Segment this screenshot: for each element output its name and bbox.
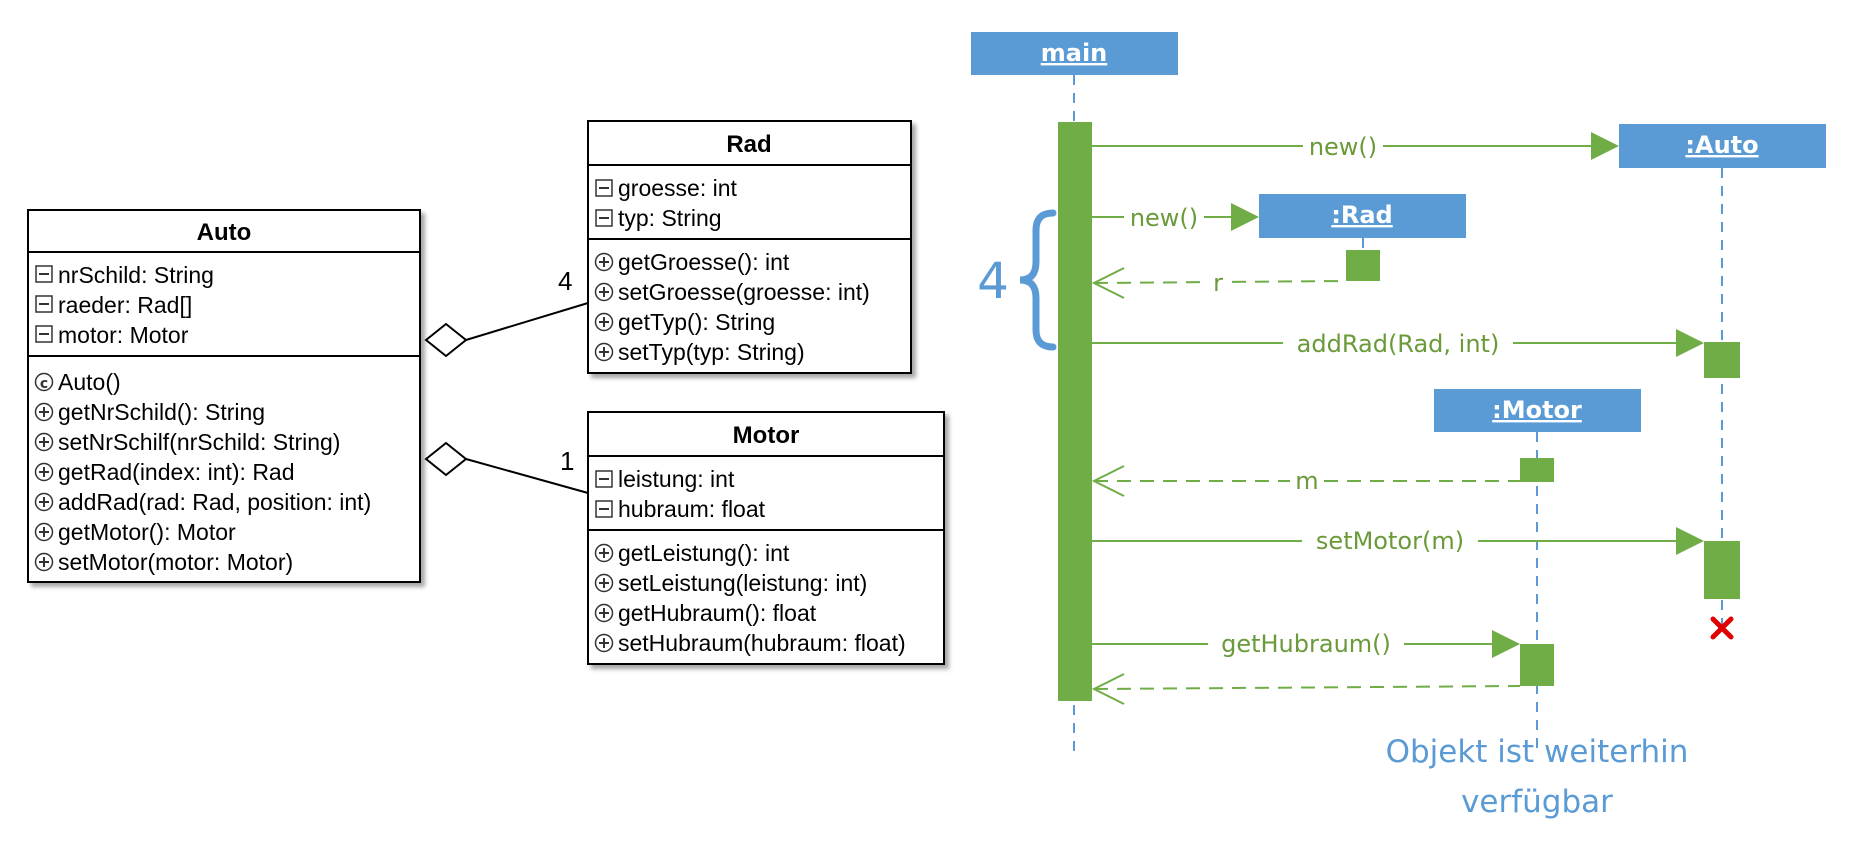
class-diagram: 4 1 Auto nrSchild: String raeder: Rad[] … xyxy=(27,120,945,665)
message-addrad: addRad(Rad, int) xyxy=(1092,328,1704,358)
attribute-private-icon xyxy=(595,209,613,227)
method-public-icon xyxy=(34,402,54,422)
aggregation-diamond xyxy=(424,441,468,477)
activation-auto-setmotor xyxy=(1704,541,1740,599)
lifeline-label: main xyxy=(1041,39,1108,67)
class-attribute: motor: Motor xyxy=(58,322,189,348)
activation-main xyxy=(1058,122,1092,701)
note-line-2: verfügbar xyxy=(1461,784,1613,820)
message-new-auto: new() xyxy=(1092,132,1619,161)
activation-motor-gethubraum xyxy=(1520,644,1554,686)
class-attribute: nrSchild: String xyxy=(58,262,214,288)
method-public-icon xyxy=(34,552,54,572)
association-auto-motor: 1 xyxy=(424,441,589,494)
class-method: setHubraum(hubraum: float) xyxy=(618,630,906,656)
lifeline-header-motor: :Motor xyxy=(1434,389,1641,432)
class-attribute: leistung: int xyxy=(618,466,735,492)
class-method: getHubraum(): float xyxy=(618,600,817,626)
message-new-rad: new() xyxy=(1092,203,1259,232)
attribute-private-icon xyxy=(35,295,53,313)
aggregation-diamond xyxy=(424,322,468,358)
method-public-icon xyxy=(34,522,54,542)
class-name: Motor xyxy=(733,422,800,449)
message-return-hubraum xyxy=(1091,673,1521,705)
method-public-icon xyxy=(34,432,54,452)
multiplicity-motor: 1 xyxy=(560,446,574,476)
attribute-private-icon xyxy=(595,500,613,518)
lifeline-label: :Auto xyxy=(1685,131,1758,159)
method-public-icon xyxy=(594,342,614,362)
lifeline-label: :Rad xyxy=(1331,201,1392,229)
method-public-icon xyxy=(594,312,614,332)
lifeline-label: :Motor xyxy=(1492,396,1582,424)
lifeline-header-main: main xyxy=(971,32,1178,75)
method-public-icon xyxy=(594,633,614,653)
lifeline-header-auto: :Auto xyxy=(1619,124,1826,168)
destroy-x-icon xyxy=(1710,616,1734,640)
class-method: getGroesse(): int xyxy=(618,249,790,275)
message-gethubraum: getHubraum() xyxy=(1092,629,1520,659)
class-method: addRad(rad: Rad, position: int) xyxy=(58,489,371,515)
svg-text:c: c xyxy=(40,376,48,392)
class-attribute: groesse: int xyxy=(618,175,738,201)
class-method: setGroesse(groesse: int) xyxy=(618,279,870,305)
message-return-m: m xyxy=(1091,465,1520,497)
activation-rad xyxy=(1346,250,1380,281)
class-attribute: raeder: Rad[] xyxy=(58,292,192,318)
method-public-icon xyxy=(594,573,614,593)
loop-count: 4 xyxy=(977,252,1009,310)
message-label: addRad(Rad, int) xyxy=(1297,330,1500,358)
class-box-rad: Rad groesse: int typ: String getGroesse(… xyxy=(587,120,912,374)
multiplicity-rad: 4 xyxy=(558,266,572,296)
attribute-private-icon xyxy=(595,470,613,488)
attribute-private-icon xyxy=(35,325,53,343)
constructor-icon: c xyxy=(34,372,54,392)
method-public-icon xyxy=(594,543,614,563)
method-public-icon xyxy=(34,492,54,512)
sequence-diagram: main :Auto :Rad :Motor new() xyxy=(971,32,1826,820)
activation-auto-addrad xyxy=(1704,342,1740,378)
class-method: getNrSchild(): String xyxy=(58,399,265,425)
association-auto-rad: 4 xyxy=(424,266,589,358)
attribute-private-icon xyxy=(35,265,53,283)
loop-brace: 4 xyxy=(977,209,1057,351)
message-label: new() xyxy=(1130,204,1198,232)
class-method: getLeistung(): int xyxy=(618,540,790,566)
class-name: Rad xyxy=(726,131,771,158)
method-public-icon xyxy=(594,282,614,302)
class-attribute: typ: String xyxy=(618,205,722,231)
class-method: setLeistung(leistung: int) xyxy=(618,570,867,596)
method-public-icon xyxy=(594,603,614,623)
brace-icon xyxy=(1019,209,1057,351)
class-method: setNrSchilf(nrSchild: String) xyxy=(58,429,340,455)
message-return-r: r xyxy=(1091,267,1347,299)
class-attribute: hubraum: float xyxy=(618,496,766,522)
class-constructor: Auto() xyxy=(58,369,121,395)
class-method: setMotor(motor: Motor) xyxy=(58,549,293,575)
class-name: Auto xyxy=(197,219,252,246)
class-method: getTyp(): String xyxy=(618,309,775,335)
class-method: setTyp(typ: String) xyxy=(618,339,805,365)
method-public-icon xyxy=(34,462,54,482)
attribute-private-icon xyxy=(595,179,613,197)
lifeline-header-rad: :Rad xyxy=(1259,194,1466,238)
class-box-motor: Motor leistung: int hubraum: float getLe… xyxy=(587,411,945,665)
class-box-auto: Auto nrSchild: String raeder: Rad[] moto… xyxy=(27,209,421,583)
message-label: setMotor(m) xyxy=(1316,527,1464,555)
message-label: r xyxy=(1213,269,1223,297)
message-label: m xyxy=(1295,467,1318,495)
method-public-icon xyxy=(594,252,614,272)
note-line-1: Objekt ist weiterhin xyxy=(1386,734,1689,770)
activation-motor-create xyxy=(1520,458,1554,482)
class-method: getMotor(): Motor xyxy=(58,519,236,545)
message-setmotor: setMotor(m) xyxy=(1092,526,1704,556)
message-label: getHubraum() xyxy=(1221,630,1391,658)
message-label: new() xyxy=(1309,133,1377,161)
class-method: getRad(index: int): Rad xyxy=(58,459,295,485)
